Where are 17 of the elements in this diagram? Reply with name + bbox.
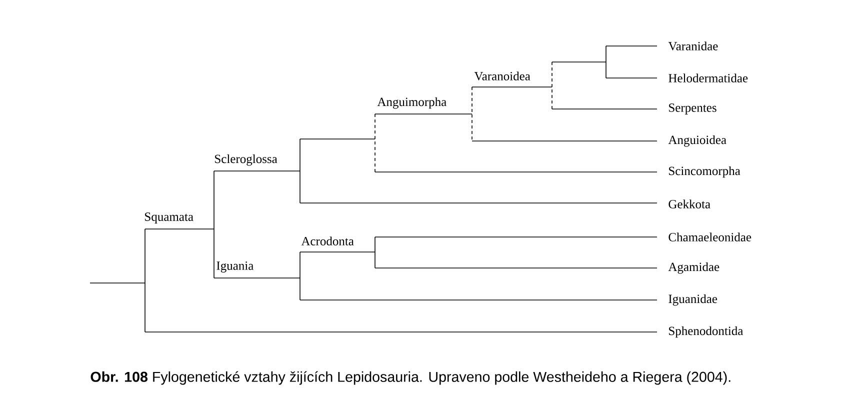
taxon-name: Sphenodontida <box>669 326 744 338</box>
taxon-name: Varanidae <box>668 42 718 50</box>
taxon-name: Serpentes <box>669 104 716 114</box>
taxon-name: Agamidae <box>668 262 720 274</box>
taxon-name: Anguioidea <box>668 135 726 147</box>
taxon-name: Gekkota <box>668 200 710 208</box>
clade-name: Iguania <box>216 262 254 272</box>
clade-name: Squamata <box>145 212 194 224</box>
taxon-name: Helodermatidae <box>668 74 748 82</box>
figure-caption: Obr. 108 Fylogenetické vztahy žijících Lepidosauria. Upraveno podle Westheideho a Riegera (2004). <box>90 371 730 385</box>
taxon-name: Chamaeleonidae <box>668 232 752 242</box>
taxon-name: Iguanidae <box>668 294 718 306</box>
clade-name: Scleroglossa <box>215 154 278 166</box>
clade-name: Varanoidea <box>474 72 530 80</box>
clade-name: Anguimorpha <box>377 97 446 109</box>
taxon-name: Scincomorpha <box>669 166 740 178</box>
clade-name: Acrodonta <box>301 236 354 246</box>
